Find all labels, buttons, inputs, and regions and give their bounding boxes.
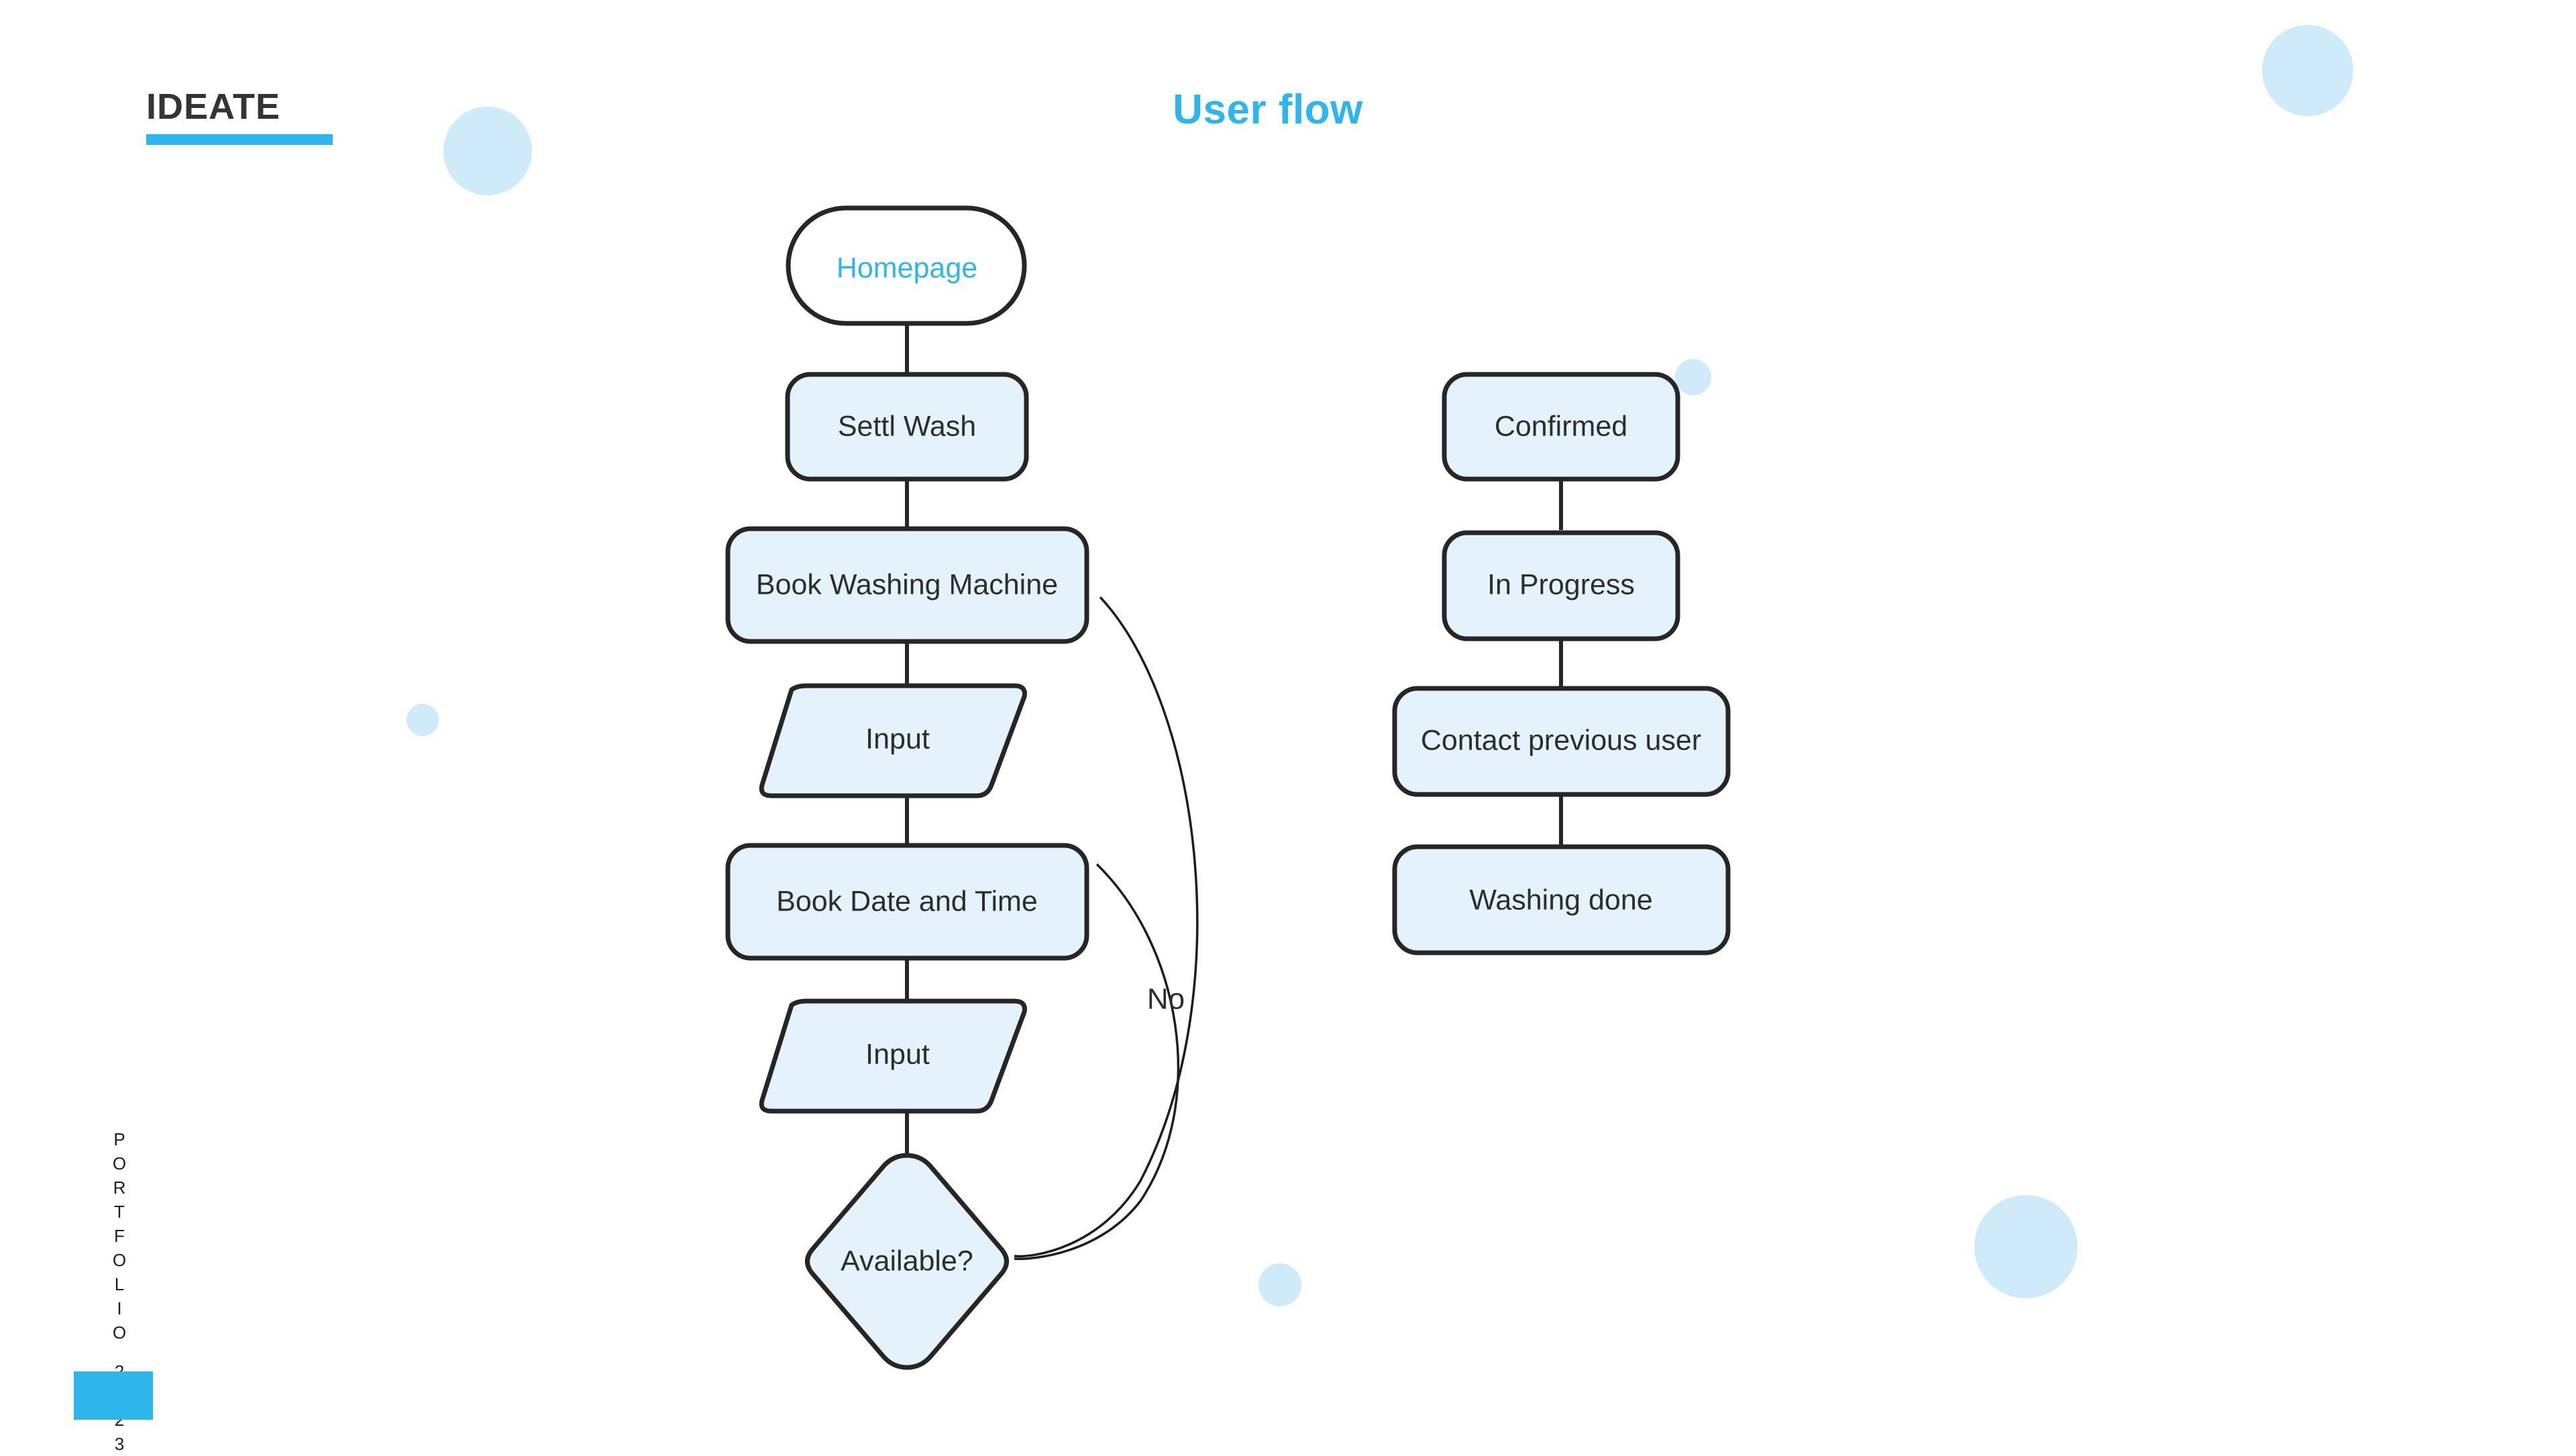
node-book-date-and-time-label: Book Date and Time — [776, 885, 1038, 917]
node-washing-done-label: Washing done — [1469, 884, 1652, 916]
node-homepage-label: Homepage — [837, 252, 977, 284]
rail-letter: I — [117, 1298, 122, 1318]
section-label: IDEATE — [146, 87, 281, 127]
node-contact-previous-user-label: Contact previous user — [1421, 724, 1701, 756]
node-washing-done-shape[interactable] — [1392, 844, 1731, 955]
node-input-2[interactable]: Input — [759, 998, 1027, 1114]
section-underline — [146, 134, 333, 145]
node-homepage-shape[interactable] — [786, 205, 1027, 326]
node-input-1-label: Input — [865, 723, 930, 755]
node-settl-wash[interactable]: Settl Wash — [785, 372, 1029, 482]
node-book-date-and-time[interactable]: Book Date and Time — [725, 843, 1089, 961]
node-confirmed[interactable]: Confirmed — [1442, 372, 1680, 482]
rail-letter: O — [112, 1153, 127, 1174]
node-confirmed-shape[interactable] — [1442, 372, 1680, 482]
node-available-shape[interactable] — [805, 1153, 1009, 1370]
edge-available-to-bookdateandtime-loop — [1014, 863, 1180, 1260]
connectors — [905, 322, 1563, 1260]
node-contact-previous-user[interactable]: Contact previous user — [1392, 686, 1731, 797]
section-label-block: IDEATE — [146, 89, 333, 145]
node-in-progress-shape[interactable] — [1442, 530, 1680, 641]
page-title: User flow — [0, 86, 2576, 134]
rail-letter: T — [114, 1202, 125, 1222]
node-input-2-label: Input — [865, 1038, 930, 1070]
node-input-1[interactable]: Input — [759, 683, 1027, 798]
node-settl-wash-shape[interactable] — [785, 372, 1029, 482]
node-available[interactable]: Available? — [805, 1153, 1009, 1370]
node-settl-wash-label: Settl Wash — [838, 410, 976, 442]
rail-letter: P — [113, 1129, 125, 1149]
edge-available-to-bookwashingmachine-loop — [1014, 596, 1199, 1258]
node-available-label: Available? — [841, 1245, 973, 1277]
page-title-text: User flow — [1173, 87, 1363, 133]
node-homepage[interactable]: Homepage — [786, 205, 1027, 326]
node-confirmed-label: Confirmed — [1495, 410, 1627, 442]
rail-letter: O — [112, 1250, 127, 1270]
rail-letter: F — [114, 1226, 125, 1246]
rail-letter: O — [112, 1322, 127, 1343]
node-book-washing-machine[interactable]: Book Washing Machine — [725, 526, 1089, 644]
node-in-progress[interactable]: In Progress — [1442, 530, 1680, 641]
node-in-progress-label: In Progress — [1487, 568, 1635, 601]
node-input-2-shape[interactable] — [759, 998, 1027, 1114]
edge-label-no: No — [1147, 983, 1185, 1016]
rail-letter: R — [113, 1178, 126, 1198]
rail-letter: L — [114, 1274, 125, 1294]
accent-square — [74, 1371, 153, 1420]
node-input-1-shape[interactable] — [759, 683, 1027, 798]
node-book-date-and-time-shape[interactable] — [725, 843, 1089, 961]
node-book-washing-machine-shape[interactable] — [725, 526, 1089, 644]
node-contact-previous-user-shape[interactable] — [1392, 686, 1731, 797]
node-book-washing-machine-label: Book Washing Machine — [756, 568, 1058, 601]
node-washing-done[interactable]: Washing done — [1392, 844, 1731, 955]
